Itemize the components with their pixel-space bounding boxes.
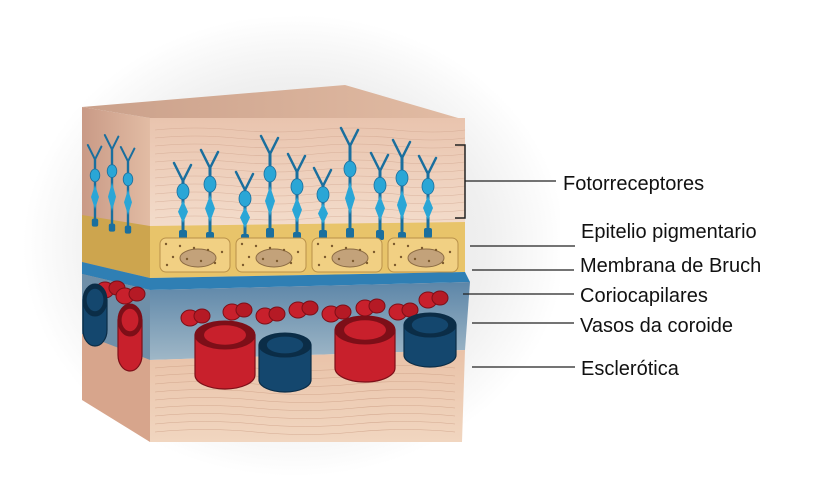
capillary-lumen xyxy=(335,305,351,319)
label-membrana-de-bruch: Membrana de Bruch xyxy=(580,256,761,276)
melanin-granule xyxy=(276,260,278,262)
vein xyxy=(259,333,311,392)
melanin-granule xyxy=(221,251,223,253)
epithelium-nucleus xyxy=(408,249,444,267)
label-esclerotica: Esclerótica xyxy=(581,359,679,379)
photoreceptor-terminal xyxy=(346,228,354,238)
photoreceptor-nucleus xyxy=(396,170,408,186)
vein xyxy=(83,284,107,346)
melanin-granule xyxy=(290,262,292,264)
melanin-granule xyxy=(352,260,354,262)
artery-lumen xyxy=(204,325,246,345)
melanin-granule xyxy=(345,247,347,249)
photoreceptor-terminal xyxy=(109,224,115,232)
melanin-granule xyxy=(248,256,250,258)
melanin-granule xyxy=(428,260,430,262)
melanin-granule xyxy=(366,262,368,264)
melanin-granule xyxy=(200,260,202,262)
melanin-granule xyxy=(435,249,437,251)
artery-lumen xyxy=(122,309,139,331)
photoreceptor-terminal xyxy=(424,228,432,238)
label-coriocapilares: Coriocapilares xyxy=(580,286,708,306)
melanin-granule xyxy=(283,249,285,251)
melanin-granule xyxy=(193,247,195,249)
artery xyxy=(335,316,395,382)
capillary-lumen xyxy=(194,309,210,323)
melanin-granule xyxy=(324,256,326,258)
melanin-granule xyxy=(442,262,444,264)
vein xyxy=(404,313,456,367)
photoreceptor-nucleus xyxy=(123,173,133,186)
vein-lumen xyxy=(267,337,303,354)
photoreceptor-nucleus xyxy=(239,191,251,207)
melanin-granule xyxy=(165,243,167,245)
photoreceptor-terminal xyxy=(125,226,131,234)
photoreceptor-nucleus xyxy=(90,169,100,182)
photoreceptor-nucleus xyxy=(317,187,329,203)
melanin-granule xyxy=(207,249,209,251)
epithelium-nucleus xyxy=(332,249,368,267)
label-vasos-da-coroide: Vasos da coroide xyxy=(580,316,733,336)
label-fotorreceptores: Fotorreceptores xyxy=(563,174,704,194)
melanin-granule xyxy=(421,247,423,249)
melanin-granule xyxy=(241,243,243,245)
melanin-granule xyxy=(338,258,340,260)
melanin-granule xyxy=(166,264,168,266)
melanin-granule xyxy=(172,256,174,258)
photoreceptor-terminal xyxy=(92,219,98,227)
artery xyxy=(195,321,255,389)
photoreceptor-nucleus xyxy=(204,176,216,192)
melanin-granule xyxy=(449,251,451,253)
photoreceptor-nucleus xyxy=(374,177,386,193)
melanin-granule xyxy=(394,264,396,266)
melanin-granule xyxy=(186,258,188,260)
photoreceptor-nucleus xyxy=(107,165,117,178)
photoreceptor-nucleus xyxy=(422,178,434,194)
artery xyxy=(118,304,142,371)
melanin-granule xyxy=(255,245,257,247)
melanin-granule xyxy=(242,264,244,266)
capillary-lumen xyxy=(129,287,145,301)
epithelium-nucleus xyxy=(256,249,292,267)
melanin-granule xyxy=(359,249,361,251)
vein-lumen xyxy=(412,317,448,334)
melanin-granule xyxy=(414,258,416,260)
melanin-granule xyxy=(262,258,264,260)
photoreceptor-nucleus xyxy=(344,161,356,177)
capillary-lumen xyxy=(369,299,385,313)
artery-lumen xyxy=(344,320,386,340)
melanin-granule xyxy=(331,245,333,247)
photoreceptor-nucleus xyxy=(264,166,276,182)
melanin-granule xyxy=(373,251,375,253)
photoreceptor-nucleus xyxy=(177,184,189,200)
capillary-lumen xyxy=(432,291,448,305)
melanin-granule xyxy=(317,243,319,245)
capillary-lumen xyxy=(236,303,252,317)
capillary-lumen xyxy=(302,301,318,315)
photoreceptor-nucleus xyxy=(291,179,303,195)
melanin-granule xyxy=(393,243,395,245)
melanin-granule xyxy=(400,256,402,258)
capillary-lumen xyxy=(269,307,285,321)
photoreceptor-terminal xyxy=(266,228,274,238)
melanin-granule xyxy=(297,251,299,253)
melanin-granule xyxy=(179,245,181,247)
melanin-granule xyxy=(407,245,409,247)
label-epitelio-pigmentario: Epitelio pigmentario xyxy=(581,222,757,242)
vein-lumen xyxy=(87,289,104,311)
epithelium-nucleus xyxy=(180,249,216,267)
melanin-granule xyxy=(214,262,216,264)
melanin-granule xyxy=(269,247,271,249)
melanin-granule xyxy=(318,264,320,266)
